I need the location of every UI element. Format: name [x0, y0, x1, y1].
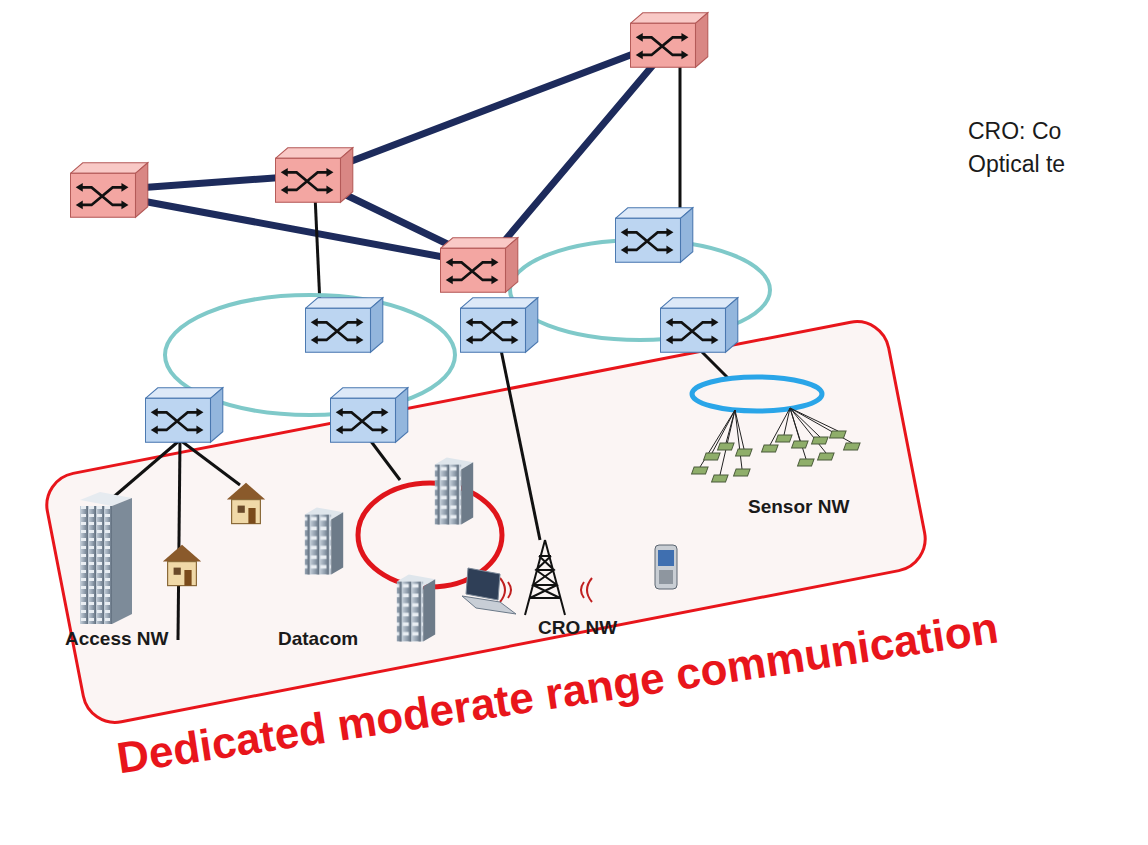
sensor-device — [704, 453, 721, 460]
sensor-link — [790, 408, 838, 431]
sensor-device — [844, 443, 861, 450]
sensor-link — [735, 410, 744, 449]
datacenters — [305, 457, 473, 641]
radio-site — [500, 540, 592, 615]
sensor-device — [818, 453, 835, 460]
sensor-device — [798, 459, 815, 466]
sensor-device — [776, 435, 793, 442]
uplinks — [110, 60, 730, 640]
sensor-link — [784, 408, 790, 435]
network-label: Access NW — [65, 628, 169, 650]
sensor-device — [734, 469, 751, 476]
sensor-device — [812, 437, 829, 444]
sensor-link — [712, 410, 735, 453]
sensor-device — [736, 449, 753, 456]
sensor-device — [830, 431, 847, 438]
sensor-link — [790, 408, 806, 459]
sensor-nodes — [692, 408, 861, 482]
network-label: Sensor NW — [748, 496, 849, 518]
sensor-link — [790, 408, 826, 453]
note-text: CRO: Co — [968, 118, 1061, 145]
sensor-device — [792, 441, 809, 448]
sensor-link — [735, 410, 742, 469]
note-text: Optical te — [968, 151, 1065, 178]
core-links — [110, 40, 670, 262]
switches — [70, 13, 737, 442]
access-premises — [80, 483, 265, 624]
sensor-device — [718, 443, 735, 450]
sensor-device — [762, 445, 779, 452]
sensor-link — [700, 410, 735, 467]
phone — [655, 545, 677, 589]
laptop — [462, 568, 516, 614]
sensor-device — [712, 475, 729, 482]
sensor-device — [692, 467, 709, 474]
network-label: CRO NW — [538, 617, 617, 639]
network-label: Datacom — [278, 628, 358, 650]
